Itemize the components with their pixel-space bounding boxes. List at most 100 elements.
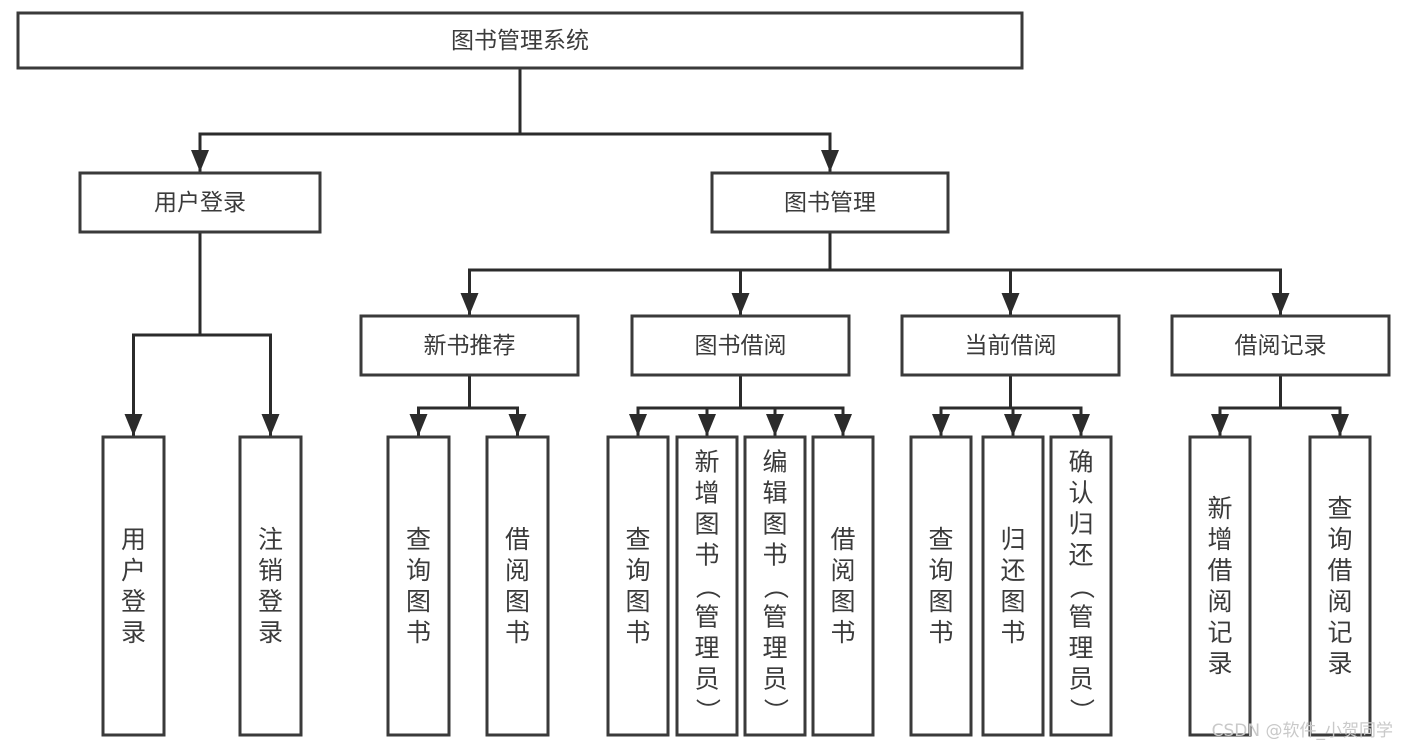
node-newbook[interactable]: 新书推荐: [359, 314, 580, 377]
node-box-leaf-add-book[interactable]: [675, 435, 739, 737]
node-box-leaf-query-book-1[interactable]: [386, 435, 451, 737]
node-box-leaf-edit-book[interactable]: [743, 435, 807, 737]
arrow-head-icon: [1211, 414, 1229, 436]
node-label-char: 登: [258, 587, 283, 616]
node-box-leaf-borrow-book-2[interactable]: [811, 435, 875, 737]
node-box-leaf-borrow-book-1[interactable]: [485, 435, 550, 737]
arrow-head-icon: [932, 414, 950, 436]
node-label-char: 增: [1207, 525, 1232, 554]
node-label-char: 阅: [1327, 587, 1352, 616]
node-box-borrow[interactable]: [630, 314, 851, 377]
node-label-char: 阅: [505, 556, 530, 585]
node-label-char: 书: [830, 618, 855, 647]
node-label-char: 书: [1000, 618, 1025, 647]
node-box-current[interactable]: [900, 314, 1121, 377]
node-root[interactable]: 图书管理系统: [16, 11, 1024, 70]
node-bookmgmt[interactable]: 图书管理: [710, 171, 950, 234]
node-box-bookmgmt[interactable]: [710, 171, 950, 234]
node-label-char: 辑: [762, 479, 787, 508]
node-label-char: 理: [1068, 634, 1093, 663]
node-label-bookmgmt: 图书管理: [784, 190, 876, 216]
node-label-char: （: [1067, 574, 1096, 599]
node-label-char: 还: [1000, 556, 1025, 585]
node-layer: 图书管理系统用户登录图书管理新书推荐图书借阅当前借阅借阅记录用户登录注销登录查询…: [16, 11, 1391, 737]
node-box-records[interactable]: [1170, 314, 1391, 377]
node-label-char: 新: [694, 448, 719, 477]
node-label-char: 记: [1207, 618, 1232, 647]
node-label-char: 员: [694, 665, 719, 694]
node-label-char: 新: [1207, 494, 1232, 523]
node-label-char: 询: [928, 556, 953, 585]
node-label-char: 阅: [1207, 587, 1232, 616]
node-label-char: 图: [762, 510, 787, 539]
node-box-newbook[interactable]: [359, 314, 580, 377]
node-label-char: 认: [1068, 479, 1093, 508]
node-label-root: 图书管理系统: [451, 28, 589, 54]
node-box-login[interactable]: [78, 171, 322, 234]
node-label-char: 登: [121, 587, 146, 616]
node-label-char: 员: [762, 665, 787, 694]
node-label-char: 编: [762, 448, 787, 477]
node-label-login: 用户登录: [154, 190, 246, 216]
arrow-head-icon: [409, 414, 428, 436]
node-label-char: 阅: [830, 556, 855, 585]
node-label-char: 借: [830, 525, 855, 554]
arrow-head-icon: [766, 414, 784, 436]
node-label-char: 归: [1068, 510, 1093, 539]
node-label-char: 图: [406, 587, 431, 616]
node-box-leaf-query-record[interactable]: [1308, 435, 1372, 737]
node-label-borrow: 图书借阅: [695, 333, 787, 359]
node-current[interactable]: 当前借阅: [900, 314, 1121, 377]
node-label-char: 管: [694, 603, 719, 632]
node-label-char: 查: [406, 525, 431, 554]
arrow-head-icon: [508, 414, 527, 436]
node-box-leaf-user-logout[interactable]: [238, 435, 303, 737]
node-box-leaf-user-login[interactable]: [101, 435, 166, 737]
node-label-char: 图: [694, 510, 719, 539]
node-label-char: 查: [625, 525, 650, 554]
node-box-leaf-return-book[interactable]: [981, 435, 1045, 737]
node-label-char: 注: [258, 525, 283, 554]
node-label-char: 询: [406, 556, 431, 585]
node-box-leaf-query-book-2[interactable]: [606, 435, 670, 737]
arrow-head-icon: [1001, 293, 1020, 315]
node-label-char: （: [761, 574, 790, 599]
node-label-char: 查: [1327, 494, 1352, 523]
arrow-head-icon: [1271, 293, 1290, 315]
node-box-leaf-query-book-3[interactable]: [909, 435, 973, 737]
node-label-char: 图: [625, 587, 650, 616]
node-label-char: ）: [1067, 698, 1096, 723]
node-box-root[interactable]: [16, 11, 1024, 70]
node-login[interactable]: 用户登录: [78, 171, 322, 234]
arrow-head-icon: [731, 293, 750, 315]
node-label-char: 书: [928, 618, 953, 647]
node-label-char: 询: [625, 556, 650, 585]
node-label-char: 理: [694, 634, 719, 663]
node-label-char: 管: [1068, 603, 1093, 632]
node-borrow[interactable]: 图书借阅: [630, 314, 851, 377]
node-label-char: 图: [830, 587, 855, 616]
arrow-head-icon: [834, 414, 852, 436]
node-records[interactable]: 借阅记录: [1170, 314, 1391, 377]
node-leaf-user-login[interactable]: 用户登录: [101, 435, 166, 737]
node-label-char: 录: [258, 618, 283, 647]
arrow-head-icon: [629, 414, 647, 436]
node-label-char: 书: [694, 541, 719, 570]
node-box-leaf-confirm-return[interactable]: [1049, 435, 1113, 737]
node-box-leaf-add-record[interactable]: [1188, 435, 1252, 737]
node-label-char: 理: [762, 634, 787, 663]
node-label-char: 借: [1207, 556, 1232, 585]
